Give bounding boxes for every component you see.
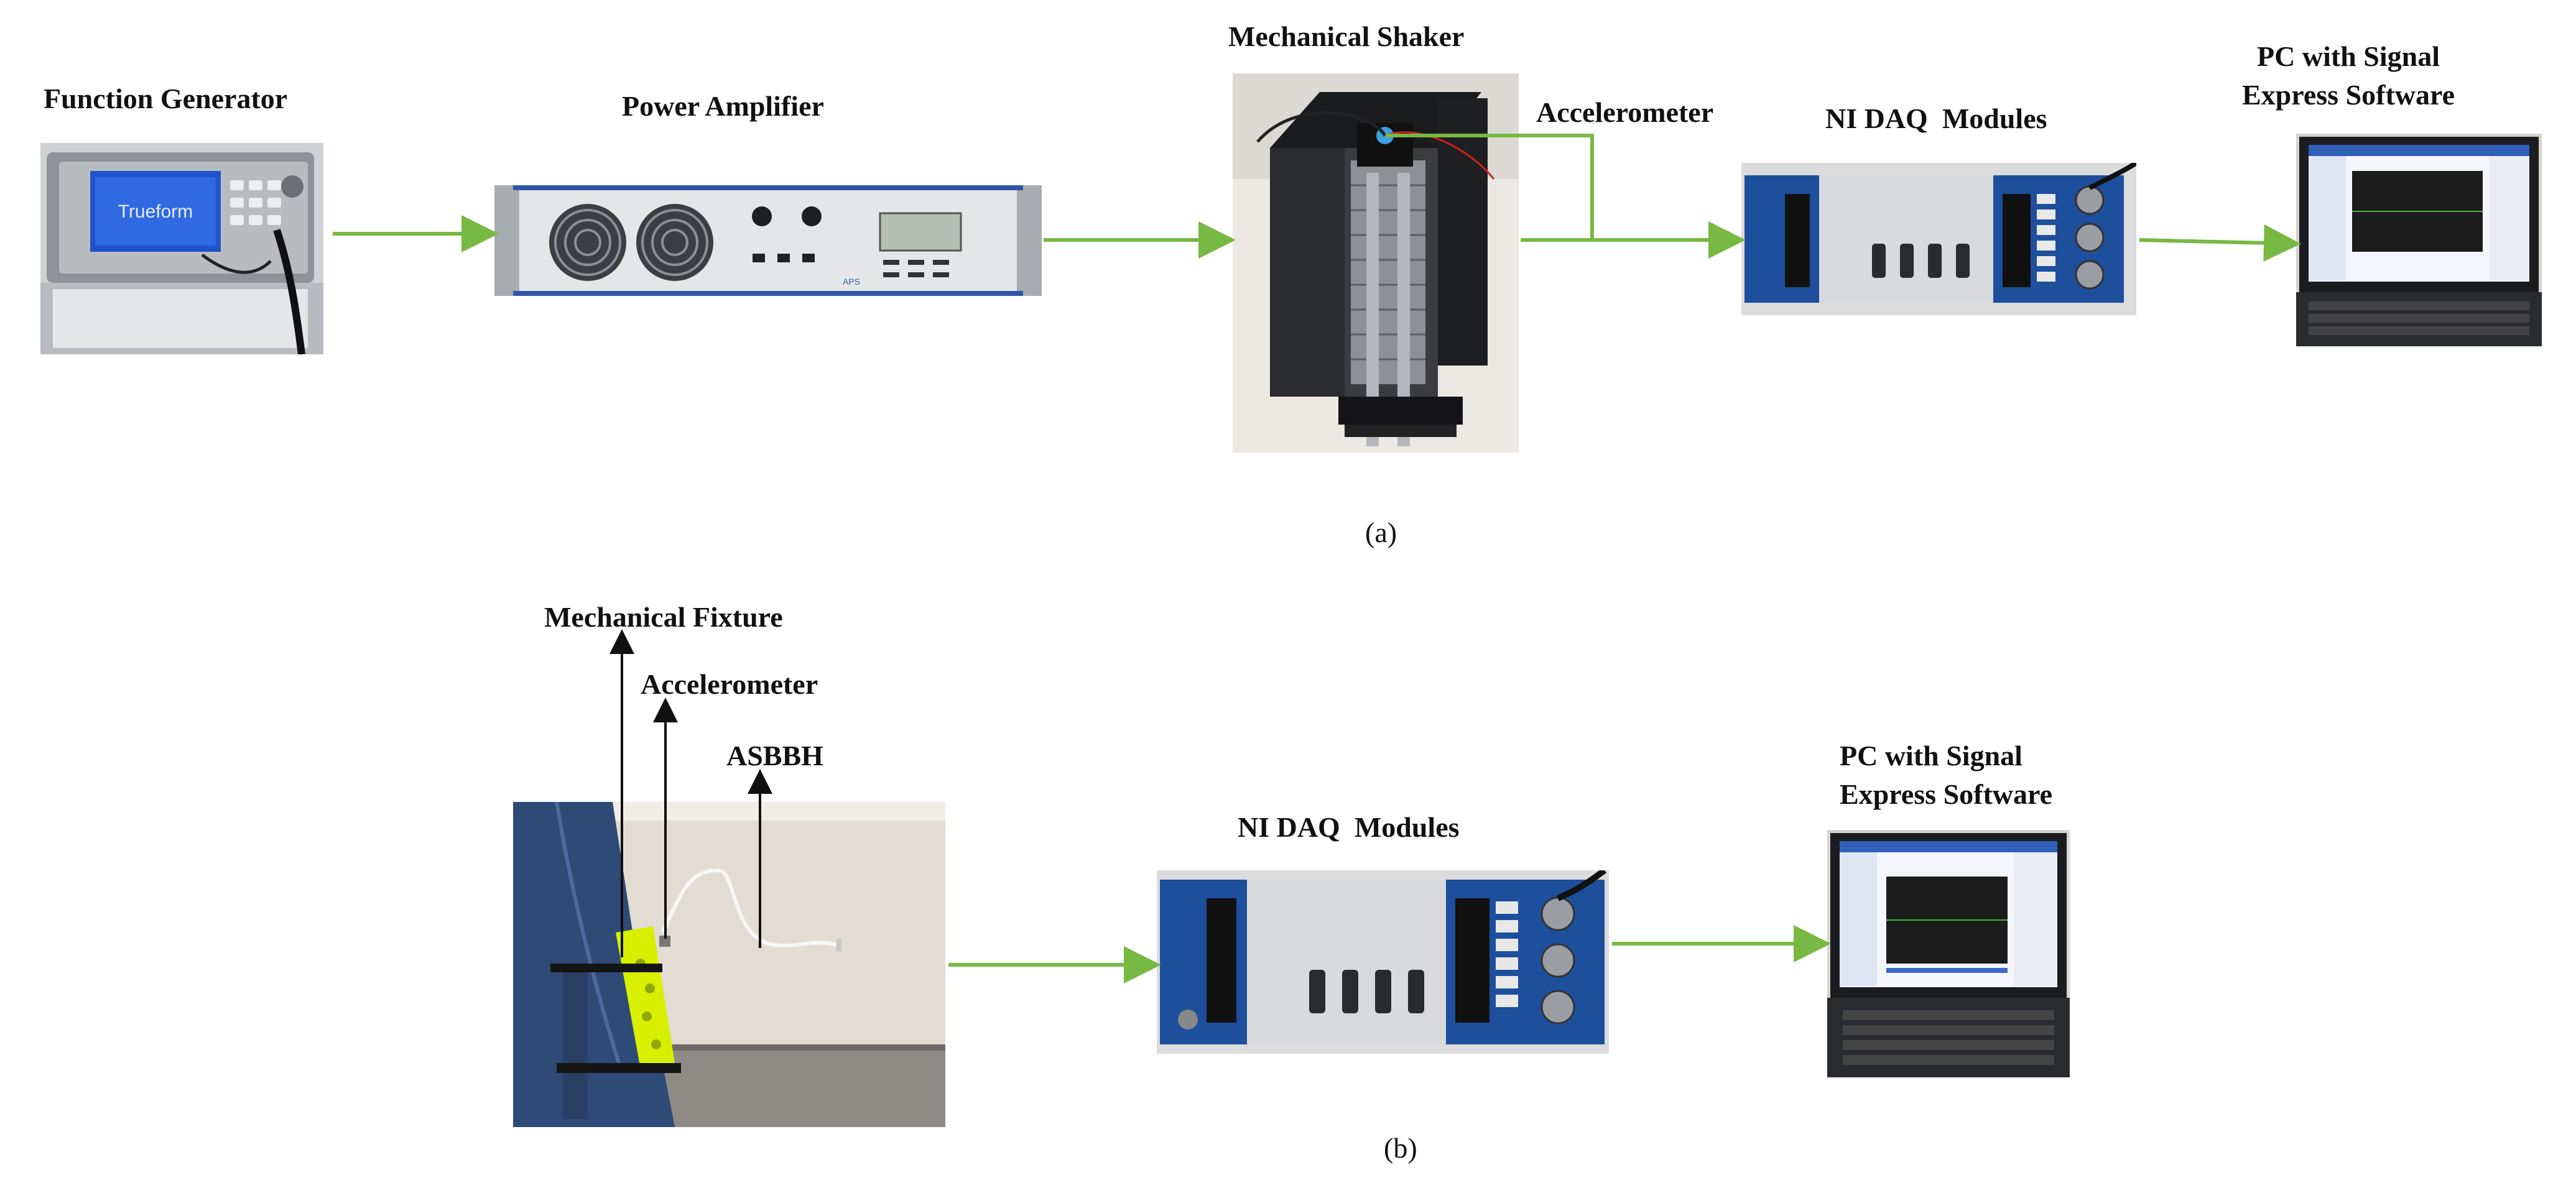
label-accelerometer-a: Accelerometer xyxy=(1536,96,1714,128)
caption-a: (a) xyxy=(1365,517,1397,548)
label-pc-a-line1: PC with Signal xyxy=(2257,40,2440,72)
label-pc-b-line2: Express Software xyxy=(1840,778,2053,810)
ni-daq-photo-a xyxy=(1741,163,2136,315)
label-mechanical-shaker: Mechanical Shaker xyxy=(1228,21,1465,52)
label-pc-b-line1: PC with Signal xyxy=(1840,740,2022,771)
ni-daq-photo-b xyxy=(1157,870,1609,1054)
label-pc-a-line2: Express Software xyxy=(2242,79,2455,111)
label-function-generator: Function Generator xyxy=(44,83,288,114)
caption-b: (b) xyxy=(1384,1132,1417,1164)
leg-fixture-photo xyxy=(513,802,945,1127)
label-pc-a: PC with Signal Express Software xyxy=(2242,37,2455,114)
label-mechanical-fixture: Mechanical Fixture xyxy=(544,601,783,633)
label-power-amplifier: Power Amplifier xyxy=(622,90,824,122)
connector-accelerometer-cable xyxy=(1386,134,1594,240)
pc-laptop-photo-a xyxy=(2296,134,2542,346)
label-pc-b: PC with Signal Express Software xyxy=(1840,737,2052,814)
fg-screen-text: Trueform xyxy=(118,201,193,222)
label-asbbh: ASBBH xyxy=(726,740,823,771)
arrow-daq-to-pc-a xyxy=(2139,224,2301,262)
power-amplifier-photo: APS xyxy=(494,185,1042,296)
pc-laptop-photo-b xyxy=(1827,830,2070,1077)
label-ni-daq-a: NI DAQ Modules xyxy=(1825,103,2047,134)
amp-brand-text: APS xyxy=(843,277,860,287)
function-generator-photo: Trueform xyxy=(40,143,323,354)
label-ni-daq-b: NI DAQ Modules xyxy=(1238,811,1460,843)
label-accelerometer-b: Accelerometer xyxy=(641,668,818,700)
